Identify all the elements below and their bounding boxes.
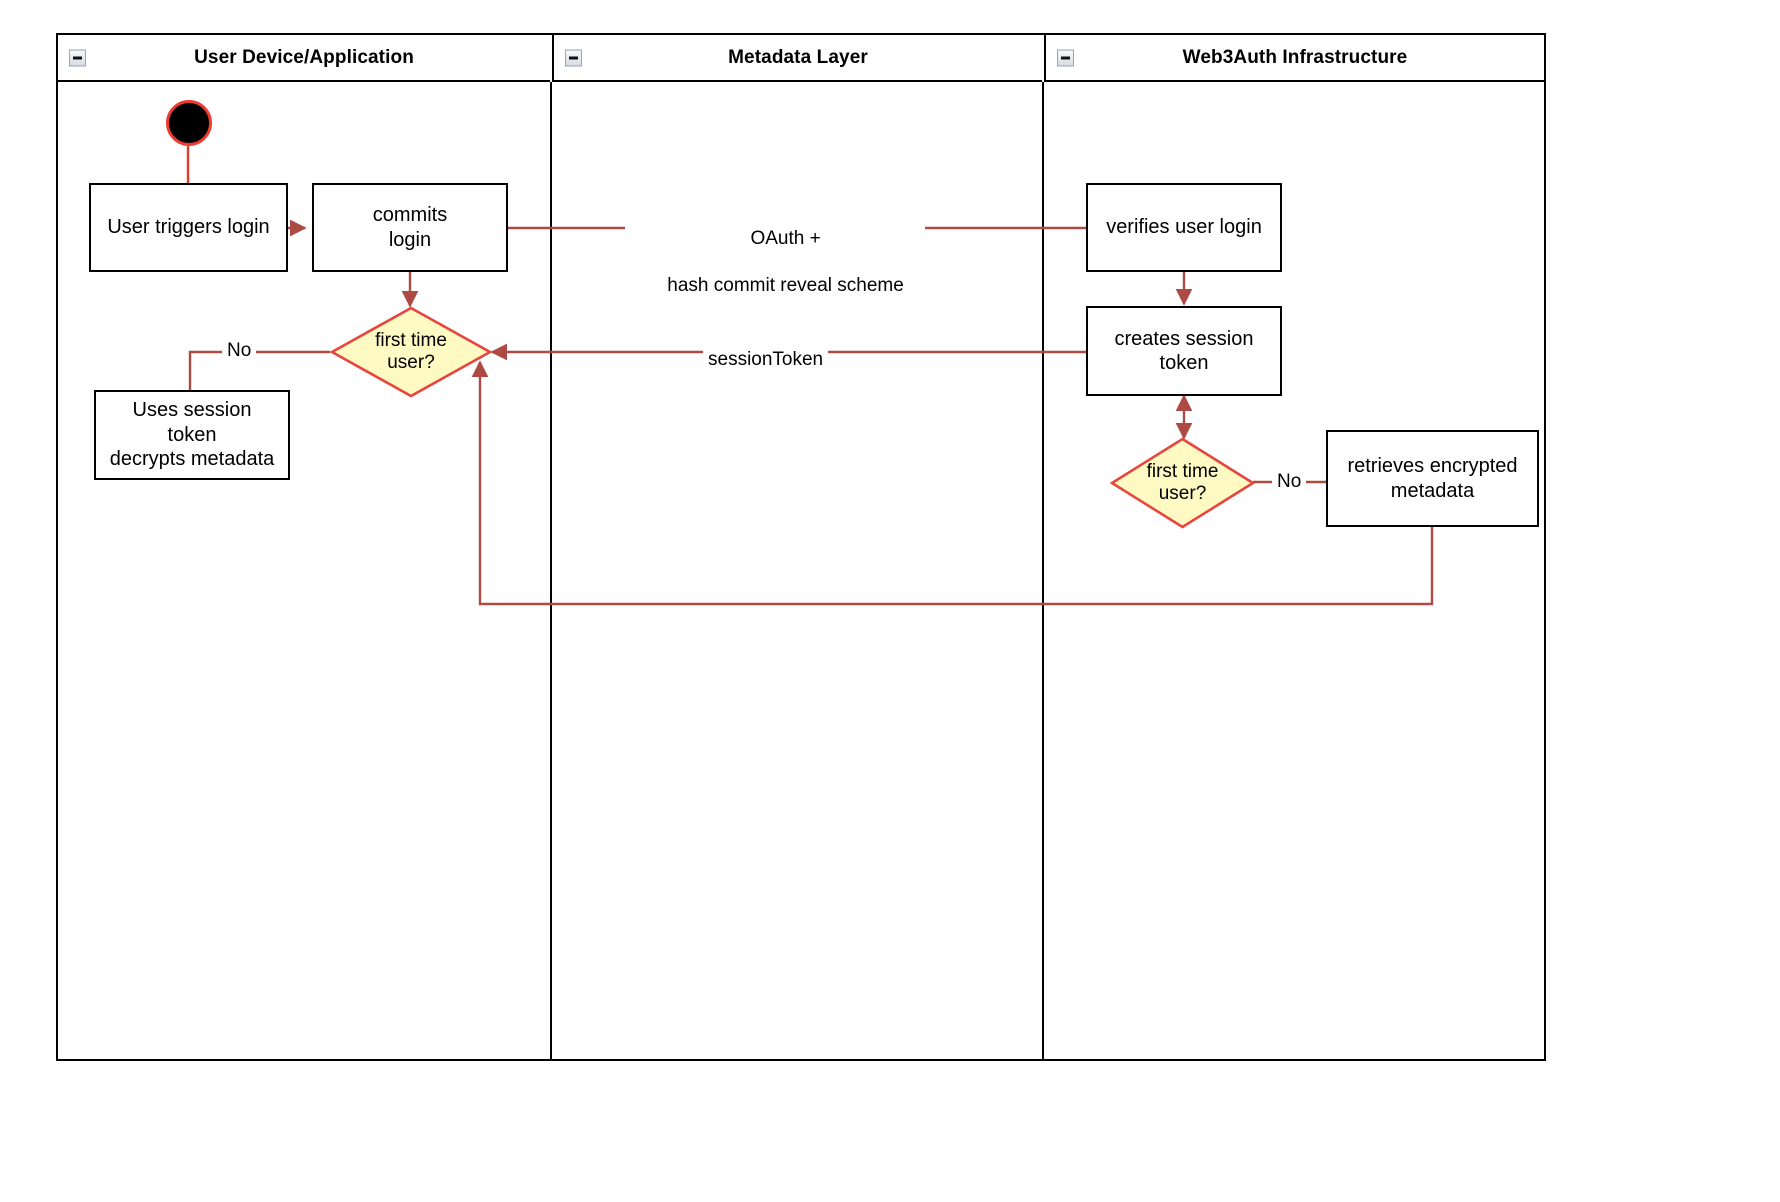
activity-label-line2: token [1159, 352, 1209, 374]
activity-creates-session-token[interactable]: creates session token [1086, 306, 1282, 396]
lane-separator-2 [1042, 82, 1044, 1059]
edge-label-line2: hash commit reveal scheme [667, 275, 904, 297]
lane-separator-1 [550, 82, 552, 1059]
decision-first-time-user-right[interactable]: first time user? [1110, 437, 1255, 529]
edge-label-line1: OAuth + [750, 227, 821, 249]
edge-label-no-left: No [222, 339, 257, 363]
decision-label-line2: user? [387, 352, 435, 373]
activity-label-line1: commits [372, 204, 448, 227]
activity-uses-session-token[interactable]: Uses session token decrypts metadata [94, 390, 290, 480]
activity-retrieves-encrypted-metadata[interactable]: retrieves encrypted metadata [1326, 430, 1539, 527]
activity-label-line3: decrypts metadata [109, 448, 275, 471]
activity-verifies-user-login[interactable]: verifies user login [1086, 183, 1282, 272]
minus-icon[interactable] [565, 49, 582, 66]
activity-label-line1: Uses session [132, 399, 252, 422]
activity-label: verifies user login [1106, 216, 1262, 239]
edge-label-no-right: No [1272, 470, 1307, 494]
lane-header-web3auth[interactable]: Web3Auth Infrastructure [1044, 35, 1544, 82]
activity-label-line2: login [388, 228, 432, 251]
diamond-shape [330, 306, 492, 398]
activity-label-line1: creates session [1114, 327, 1254, 350]
edge-label-session-token: sessionToken [703, 348, 829, 372]
minus-icon[interactable] [1057, 49, 1074, 66]
activity-label-line2: token [167, 423, 217, 446]
decision-label-line1: first time [1146, 460, 1219, 482]
start-node [166, 100, 212, 146]
diamond-shape [1110, 437, 1255, 529]
decision-first-time-user-left[interactable]: first time user? [330, 306, 492, 398]
lane-header-user-device[interactable]: User Device/Application [58, 35, 550, 82]
minus-icon[interactable] [69, 49, 86, 66]
lane-title: Metadata Layer [728, 46, 868, 68]
lane-header-metadata-layer[interactable]: Metadata Layer [552, 35, 1042, 82]
activity-user-triggers-login[interactable]: User triggers login [89, 183, 288, 272]
activity-label-line1: retrieves encrypted [1347, 455, 1518, 478]
activity-label-line2: metadata [1390, 479, 1475, 502]
activity-label: User triggers login [107, 216, 270, 239]
edge-label-oauth: OAuth + hash commit reveal scheme [625, 203, 925, 322]
decision-label: first time user? [1147, 461, 1219, 506]
lane-title: Web3Auth Infrastructure [1182, 46, 1408, 68]
decision-label: first time user? [375, 330, 447, 375]
activity-commits-login[interactable]: commits login [312, 183, 508, 272]
lane-title: User Device/Application [194, 46, 414, 68]
decision-label-line1: first time [375, 329, 447, 351]
decision-label-line2: user? [1158, 483, 1207, 504]
